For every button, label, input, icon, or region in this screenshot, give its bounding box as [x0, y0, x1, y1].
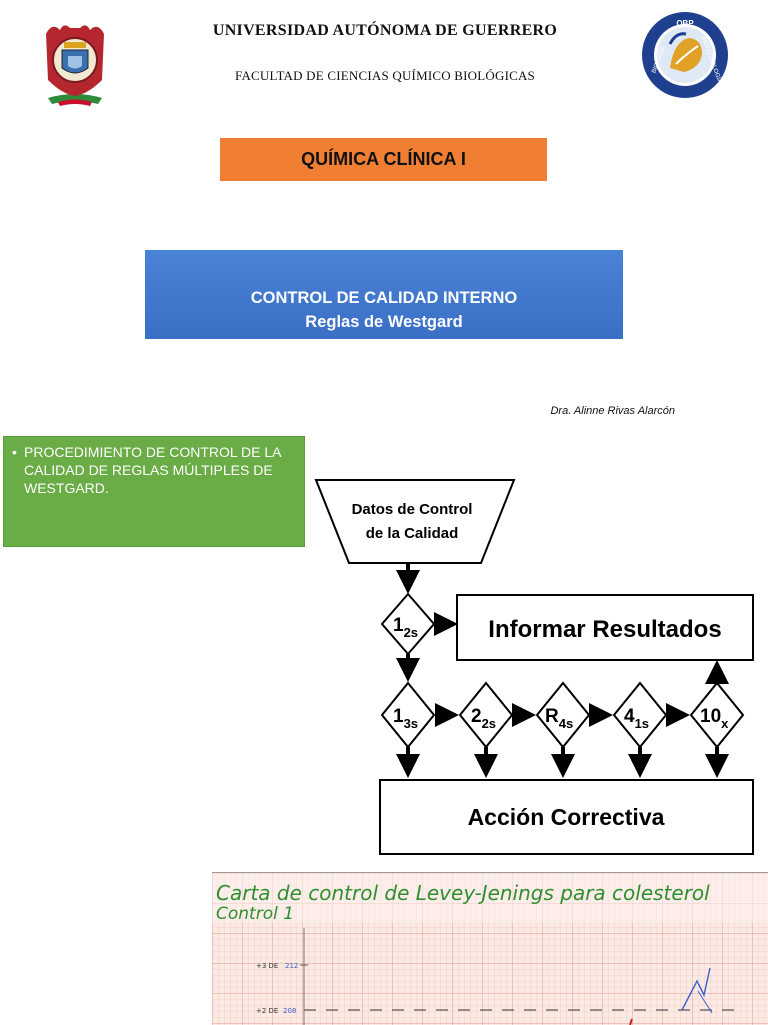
rule-13s-sub: 3s — [404, 716, 418, 731]
report-results-label: Informar Resultados — [488, 616, 721, 643]
rule-r4s-main: R — [545, 706, 559, 727]
start-node: Datos de Control de la Calidad — [314, 479, 516, 564]
university-coat-of-arms-logo — [46, 25, 104, 106]
rule-13s-diamond: 13s — [380, 681, 436, 749]
corrective-action-label: Acción Correctiva — [468, 804, 665, 830]
qbp-biotecnologia-seal-logo: QBP BIOTECNOLOGÍA BIOLOGÍA — [642, 12, 728, 98]
svg-text:22s: 22s — [471, 706, 496, 731]
levey-jennings-chart-photo: Carta de control de Levey-Jenings para c… — [212, 872, 768, 1025]
rule-22s-diamond: 22s — [458, 681, 514, 749]
svg-text:13s: 13s — [393, 706, 418, 731]
rule-r4s-sub: 4s — [559, 716, 573, 731]
topic-title-box: CONTROL DE CALIDAD INTERNO Reglas de Wes… — [145, 250, 623, 339]
procedure-bullet-text: PROCEDIMIENTO DE CONTROL DE LA CALIDAD D… — [24, 444, 281, 496]
procedure-bullet-box: • PROCEDIMIENTO DE CONTROL DE LA CALIDAD… — [3, 436, 305, 547]
corrective-action-node: Acción Correctiva — [379, 779, 754, 855]
svg-text:41s: 41s — [624, 706, 649, 731]
chart-photo-title: Carta de control de Levey-Jenings para c… — [216, 881, 710, 905]
topic-title-line1: CONTROL DE CALIDAD INTERNO — [250, 289, 518, 307]
svg-text:12s: 12s — [393, 615, 418, 640]
sd-plus3-tag: +3 DE — [256, 962, 278, 970]
rule-r4s-diamond: R4s — [535, 681, 591, 749]
university-name: UNIVERSIDAD AUTÓNOMA DE GUERRERO — [212, 22, 558, 39]
rule-12s-main: 1 — [393, 615, 404, 636]
faculty-name: FACULTAD DE CIENCIAS QUÍMICO BIOLÓGICAS — [235, 68, 535, 83]
svg-text:QBP: QBP — [676, 19, 694, 28]
rule-10x-sub: x — [721, 716, 729, 731]
rule-12s-diamond: 12s — [380, 592, 436, 656]
subject-title-box: QUÍMICA CLÍNICA I — [220, 138, 547, 181]
rule-13s-main: 1 — [393, 706, 404, 727]
topic-title-line2: Reglas de Westgard — [305, 313, 463, 331]
westgard-flowchart: Datos de Control de la Calidad 12s Infor… — [314, 479, 754, 855]
start-node-line2: de la Calidad — [366, 525, 459, 542]
rule-41s-sub: 1s — [635, 716, 649, 731]
rule-10x-diamond: 10x — [689, 681, 745, 749]
author-credit: Dra. Alinne Rivas Alarcón — [550, 405, 675, 417]
sd-plus2-tag: +2 DE — [256, 1007, 278, 1015]
sd-plus3-value: 212 — [285, 962, 298, 970]
chart-photo-subtitle: Control 1 — [216, 904, 294, 924]
start-node-line1: Datos de Control — [352, 501, 473, 518]
sd-plus2-value: 208 — [283, 1007, 296, 1015]
svg-text:R4s: R4s — [545, 706, 573, 731]
rule-12s-sub: 2s — [404, 625, 418, 640]
rule-41s-diamond: 41s — [612, 681, 668, 749]
bullet-icon: • — [12, 444, 17, 460]
rule-41s-main: 4 — [624, 706, 635, 727]
subject-title: QUÍMICA CLÍNICA I — [301, 149, 466, 169]
report-results-node: Informar Resultados — [456, 594, 754, 661]
rule-22s-sub: 2s — [482, 716, 496, 731]
svg-text:10x: 10x — [700, 706, 729, 731]
handwritten-chart-drawing: Carta de control de Levey-Jenings para c… — [212, 873, 768, 1025]
rule-10x-main: 10 — [700, 706, 721, 727]
rule-22s-main: 2 — [471, 706, 482, 727]
